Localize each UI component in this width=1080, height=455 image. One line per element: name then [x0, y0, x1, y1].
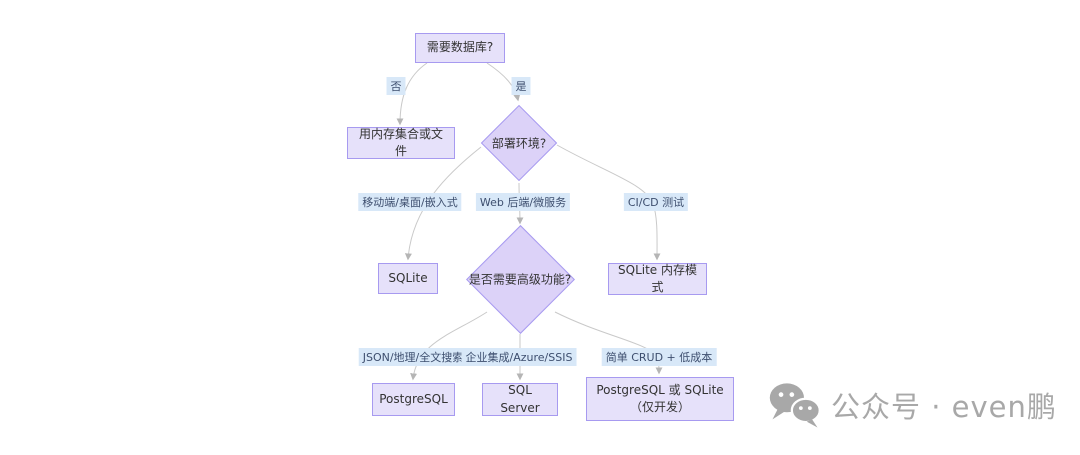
node-sqlite-memory-mode: SQLite 内存模式: [608, 263, 707, 295]
watermark-text: 公众号 · even鹏: [831, 390, 1057, 424]
edge-label-yes: 是: [511, 77, 531, 95]
wechat-icon: [769, 383, 821, 428]
edge-label-no: 否: [386, 77, 406, 95]
edge-label-enterprise-azure-ssis: 企业集成/Azure/SSIS: [461, 348, 577, 366]
node-memory-collection: 用内存集合或文件: [347, 127, 455, 159]
decision-deploy-env-label: 部署环境?: [491, 136, 547, 151]
edge-json: [410, 311, 488, 381]
node-need-database: 需要数据库?: [415, 33, 505, 63]
edge-label-mobile-desktop-embedded: 移动端/桌面/嵌入式: [358, 193, 462, 211]
decision-advanced-features-label: 是否需要高级功能?: [468, 272, 572, 287]
edge-label-simple-crud-lowcost: 简单 CRUD + 低成本: [601, 348, 717, 366]
node-pg-or-sqlite-dev: PostgreSQL 或 SQLite（仅开发）: [586, 377, 734, 421]
node-sqlite: SQLite: [378, 263, 438, 294]
watermark: 公众号 · even鹏: [768, 381, 1057, 429]
edge-no: [396, 62, 428, 126]
edge-yes: [486, 62, 521, 102]
node-sql-server: SQL Server: [482, 383, 558, 416]
edge-label-web-backend-microservice: Web 后端/微服务: [475, 193, 571, 211]
node-postgresql: PostgreSQL: [372, 383, 455, 416]
edge-label-cicd-test: CI/CD 测试: [623, 193, 689, 211]
edge-label-json-geo-fulltext: JSON/地理/全文搜索: [358, 348, 468, 366]
